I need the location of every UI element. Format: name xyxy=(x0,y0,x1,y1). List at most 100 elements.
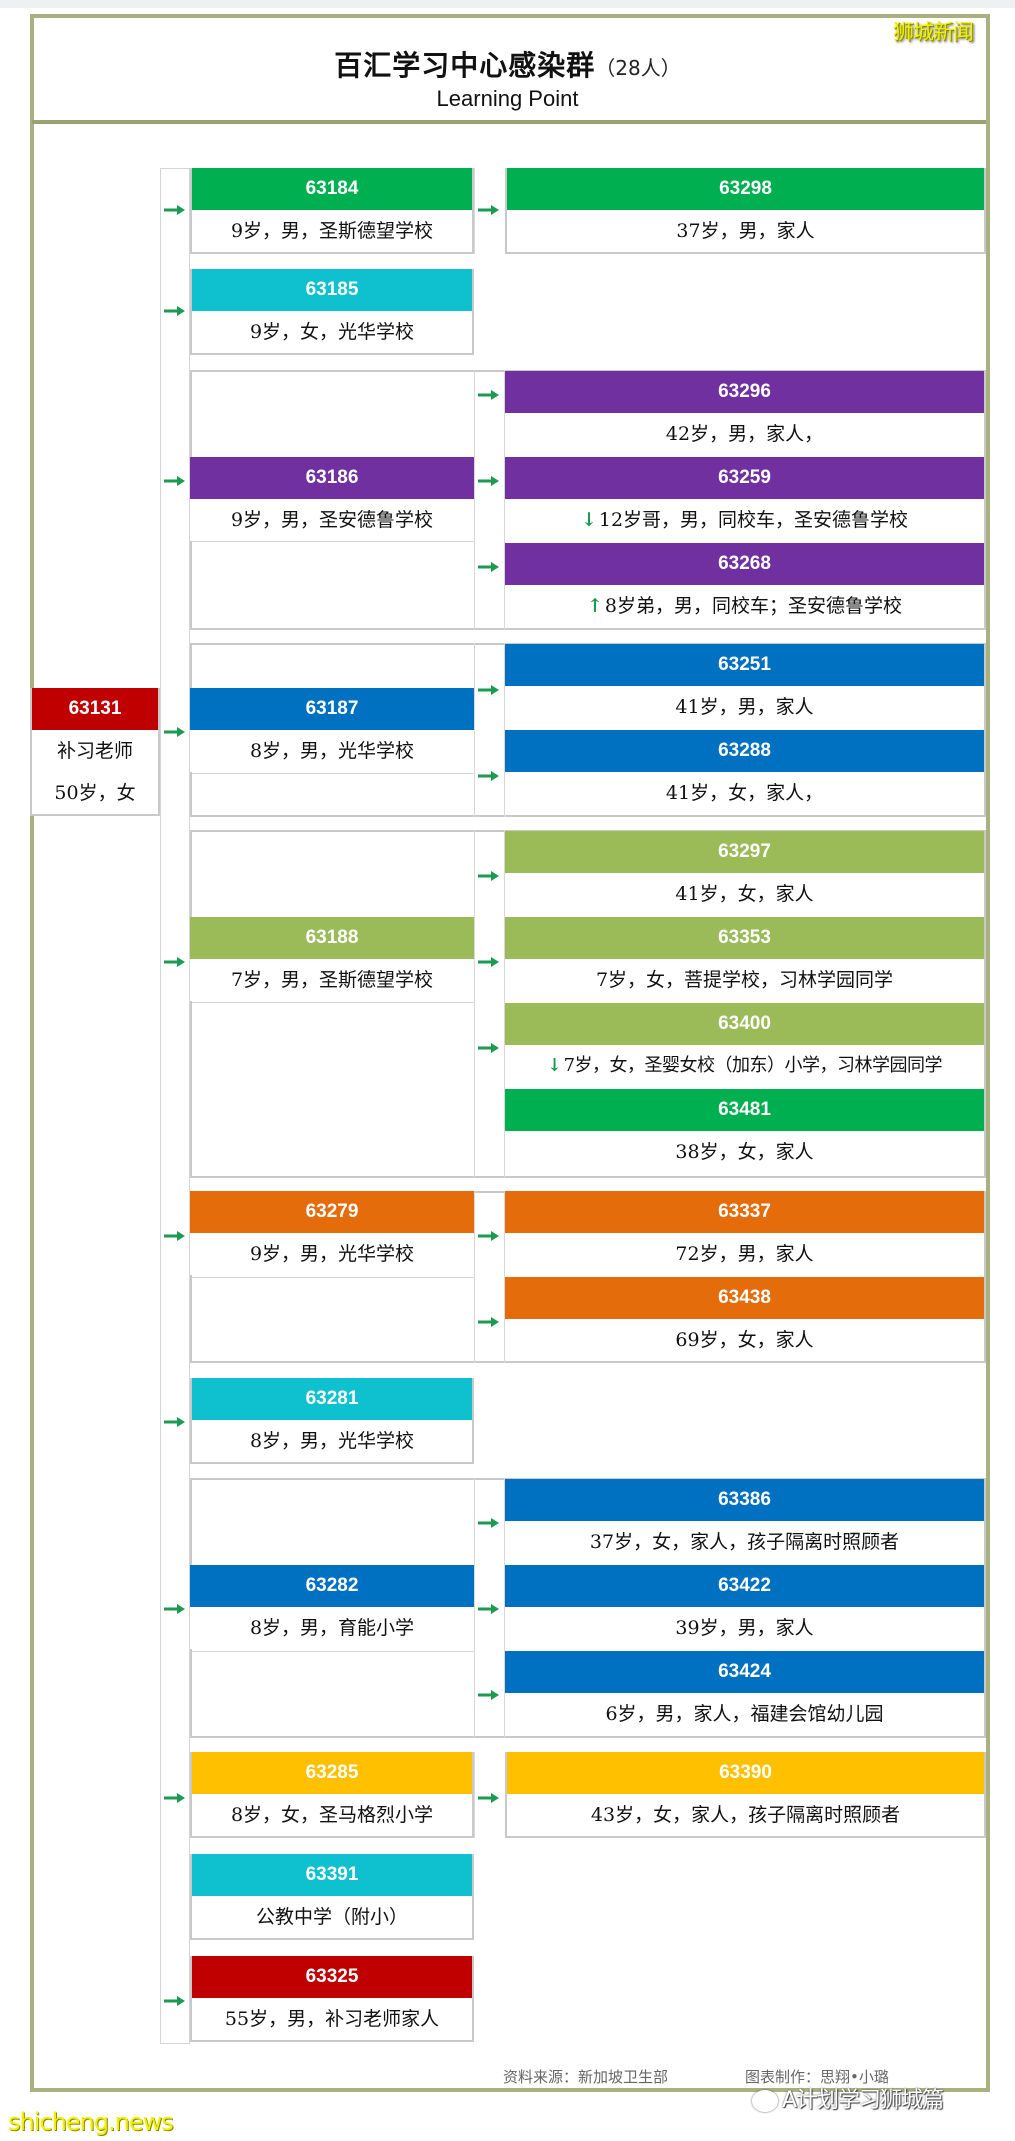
case-id: 63297 xyxy=(505,831,984,873)
connector-line xyxy=(504,830,505,1178)
source-credit: 资料来源：新加坡卫生部 xyxy=(503,2068,669,2086)
connector-line xyxy=(474,1478,475,1738)
case-desc: 41岁，女，家人， xyxy=(665,782,824,804)
case-desc: 42岁，男，家人， xyxy=(665,423,824,445)
case-id: 63481 xyxy=(505,1089,984,1131)
case-card: 63279 9岁，男，光华学校 xyxy=(190,1191,474,1275)
case-card: 63386 37岁，女，家人，孩子隔离时照顾者 xyxy=(505,1479,984,1563)
page-title: 百汇学习中心感染群（28人） xyxy=(0,44,1015,84)
case-desc: 41岁，女，家人 xyxy=(675,883,814,905)
arrow-icon xyxy=(163,1603,187,1615)
case-desc: 38岁，女，家人 xyxy=(675,1141,814,1163)
case-desc: 9岁，男，光华学校 xyxy=(249,1243,415,1265)
arrow-down-icon: ↓ xyxy=(580,509,597,531)
case-desc: 公教中学（附小） xyxy=(255,1906,408,1928)
case-card: 63296 42岁，男，家人， xyxy=(505,371,984,455)
watermark-top: 狮城新闻 xyxy=(893,20,974,44)
case-desc: 7岁，男，圣斯德望学校 xyxy=(230,969,434,991)
case-card: 63186 9岁，男，圣安德鲁学校 xyxy=(190,457,474,541)
arrow-icon xyxy=(477,1517,501,1529)
case-id: 63184 xyxy=(192,168,472,210)
arrow-icon xyxy=(163,475,187,487)
case-desc-row: ↓12岁哥，男，同校车，圣安德鲁学校 xyxy=(505,499,984,541)
title-main: 百汇学习中心感染群 xyxy=(334,49,596,82)
wechat-account: A计划学习狮城篇 xyxy=(782,2088,944,2113)
connector-line xyxy=(474,830,475,1178)
arrow-icon xyxy=(477,770,501,782)
arrow-icon xyxy=(163,204,187,216)
title-divider xyxy=(32,120,986,124)
case-desc: 12岁哥，男，同校车，圣安德鲁学校 xyxy=(598,509,909,531)
wechat-watermark: A计划学习狮城篇 xyxy=(752,2082,944,2114)
case-card: 63187 8岁，男，光华学校 xyxy=(190,688,474,772)
connector-line xyxy=(504,370,505,630)
arrow-icon xyxy=(477,475,501,487)
case-id: 63288 xyxy=(505,730,984,772)
case-id: 63386 xyxy=(505,1479,984,1521)
connector-line xyxy=(474,643,475,817)
connector-line xyxy=(504,643,505,817)
case-desc: 41岁，男，家人 xyxy=(675,696,814,718)
case-id: 63424 xyxy=(505,1651,984,1693)
subtitle: Learning Point xyxy=(436,86,579,111)
case-card: 63400 ↓7岁，女，圣婴女校（加东）小学，习林学园同学 xyxy=(505,1003,984,1087)
case-card: 63185 9岁，女，光华学校 xyxy=(190,269,474,355)
arrow-icon xyxy=(477,1689,501,1701)
case-card: 63268 ↑8岁弟，男，同校车；圣安德鲁学校 xyxy=(505,543,984,627)
case-id: 63282 xyxy=(190,1565,474,1607)
case-id: 63259 xyxy=(505,457,984,499)
case-card: 63391 公教中学（附小） xyxy=(190,1854,474,1940)
case-card: 63353 7岁，女，菩提学校，习林学园同学 xyxy=(505,917,984,1001)
case-desc: 39岁，男，家人 xyxy=(675,1617,814,1639)
connector-line xyxy=(474,370,475,630)
case-card: 63438 69岁，女，家人 xyxy=(505,1277,984,1361)
case-card: 63424 6岁，男，家人，福建会馆幼儿园 xyxy=(505,1651,984,1735)
case-id: 63391 xyxy=(192,1854,472,1896)
case-desc: 7岁，女，菩提学校，习林学园同学 xyxy=(595,969,894,991)
case-desc: 55岁，男，补习老师家人 xyxy=(224,2008,440,2030)
author-credit: 图表制作：思翔•小璐 xyxy=(745,2068,889,2086)
connector-line xyxy=(474,1191,475,1363)
connector-line xyxy=(504,1478,505,1738)
title-count: （28人） xyxy=(595,56,681,80)
case-id: 63296 xyxy=(505,371,984,413)
case-id: 63251 xyxy=(505,644,984,686)
case-card: 63297 41岁，女，家人 xyxy=(505,831,984,915)
case-desc: 37岁，男，家人 xyxy=(676,220,815,242)
row-divider xyxy=(192,1651,474,1652)
case-desc-row: ↑8岁弟，男，同校车；圣安德鲁学校 xyxy=(505,585,984,627)
trunk-connector xyxy=(160,168,190,2044)
arrow-down-icon: ↓ xyxy=(546,1055,562,1076)
arrow-icon xyxy=(477,870,501,882)
case-desc: 9岁，女，光华学校 xyxy=(249,321,415,343)
case-card: 63298 37岁，男，家人 xyxy=(505,168,986,254)
case-desc: 37岁，女，家人，孩子隔离时照顾者 xyxy=(589,1531,900,1553)
case-id: 63268 xyxy=(505,543,984,585)
case-id: 63281 xyxy=(192,1378,472,1420)
case-card: 63188 7岁，男，圣斯德望学校 xyxy=(190,917,474,1001)
case-card: 63184 9岁，男，圣斯德望学校 xyxy=(190,168,474,254)
arrow-icon xyxy=(163,956,187,968)
connector-line xyxy=(474,168,475,254)
case-id: 63131 xyxy=(32,688,158,730)
case-id: 63285 xyxy=(192,1752,472,1794)
arrow-icon xyxy=(477,1230,501,1242)
case-desc: 8岁，男，光华学校 xyxy=(249,740,415,762)
case-desc: 7岁，女，圣婴女校（加东）小学，习林学园同学 xyxy=(563,1055,943,1076)
arrow-icon xyxy=(163,1416,187,1428)
case-id: 63187 xyxy=(190,688,474,730)
arrow-icon xyxy=(163,305,187,317)
case-card: 63282 8岁，男，育能小学 xyxy=(190,1565,474,1649)
case-id: 63353 xyxy=(505,917,984,959)
row-divider xyxy=(192,541,474,542)
case-desc: 43岁，女，家人，孩子隔离时照顾者 xyxy=(590,1804,901,1826)
arrow-icon xyxy=(163,1230,187,1242)
arrow-icon xyxy=(477,1603,501,1615)
case-card: 63390 43岁，女，家人，孩子隔离时照顾者 xyxy=(505,1752,986,1838)
arrow-icon xyxy=(163,1995,187,2007)
top-bar xyxy=(0,0,1015,8)
case-card: 63337 72岁，男，家人 xyxy=(505,1191,984,1275)
index-case-role: 补习老师 xyxy=(56,740,133,762)
arrow-icon xyxy=(477,684,501,696)
case-card: 63325 55岁，男，补习老师家人 xyxy=(190,1956,474,2042)
